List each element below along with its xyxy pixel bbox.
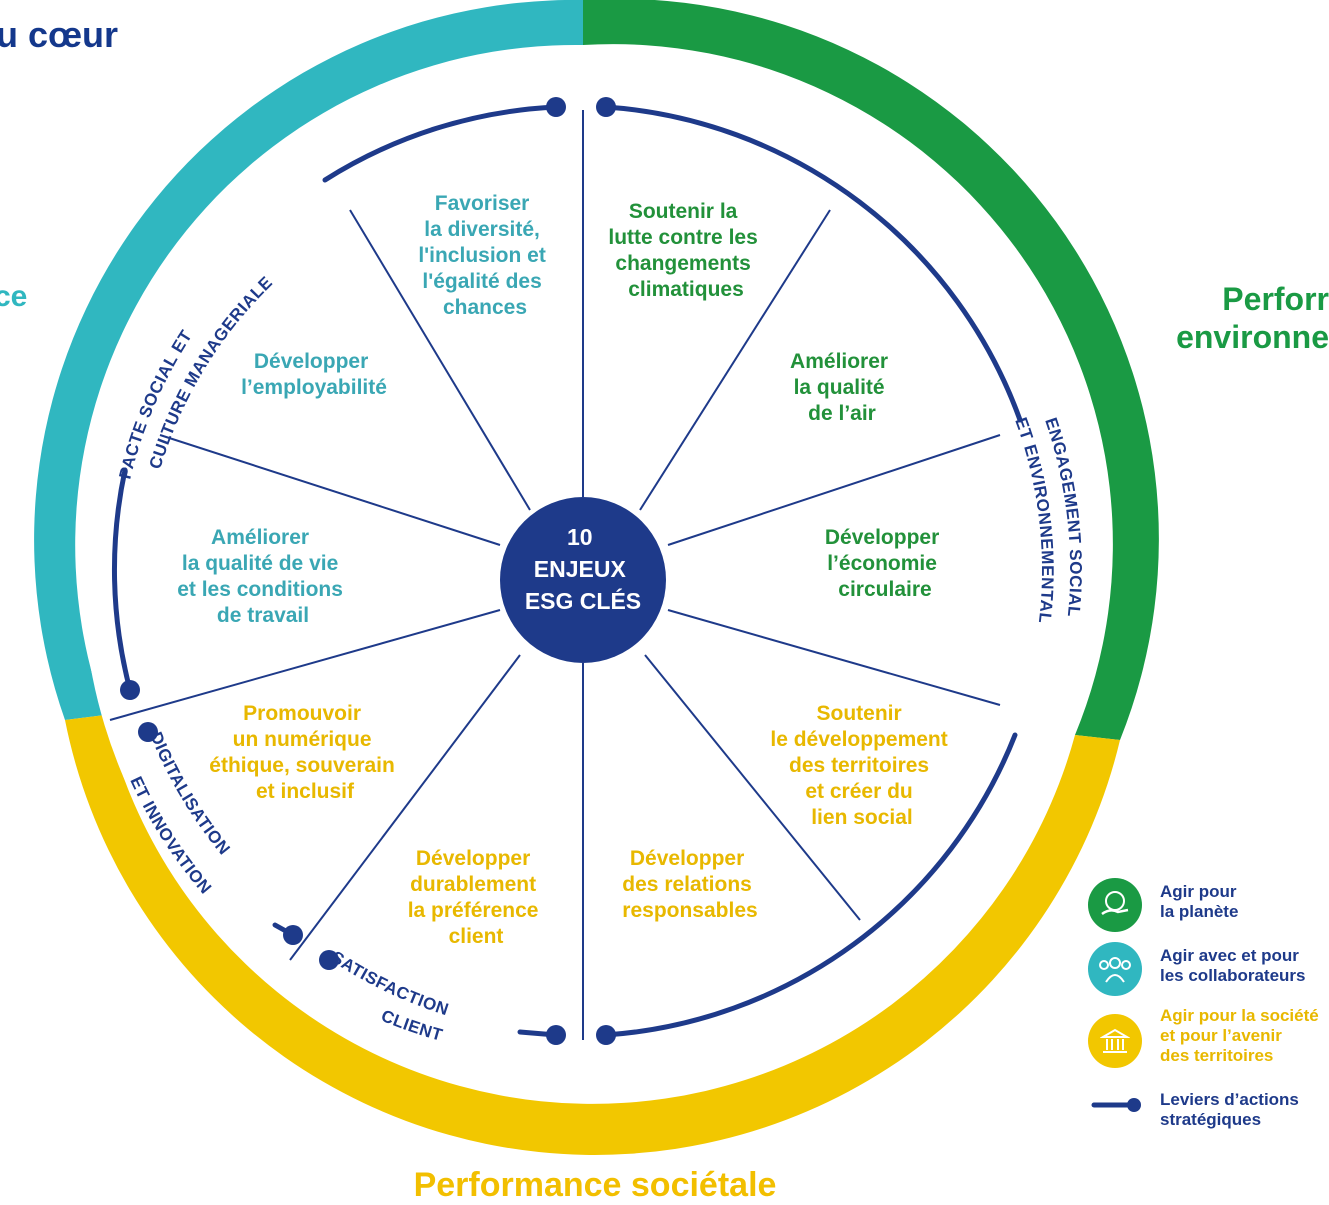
legend-label-planet-line2: la planète bbox=[1160, 902, 1239, 921]
segment-territoires: Soutenir le développement des territoire… bbox=[770, 702, 953, 829]
center-label: 10 ENJEUX ESG CLÉS bbox=[525, 524, 641, 614]
lever-arc-engagement-bottom bbox=[603, 732, 1018, 1038]
divider-top-left bbox=[349, 209, 531, 511]
legend-label-levers-line1: Leviers d’actions bbox=[1160, 1090, 1299, 1109]
ring-planet bbox=[583, 0, 1159, 740]
building-icon bbox=[1088, 1014, 1142, 1068]
legend-label-levers: Leviers d’actions stratégiques bbox=[1160, 1090, 1299, 1130]
legend-label-collaborators-line1: Agir avec et pour bbox=[1160, 946, 1299, 965]
legend-label-collaborators: Agir avec et pour les collaborateurs bbox=[1160, 946, 1306, 986]
page-label-right-line1: Perforr bbox=[1222, 281, 1329, 317]
legend-label-levers-line2: stratégiques bbox=[1160, 1110, 1262, 1129]
segment-air: Améliorer la qualité de l’air bbox=[790, 350, 894, 425]
lever-dot bbox=[596, 1025, 616, 1045]
segment-qualite-vie: Améliorer la qualité de vie et les condi… bbox=[177, 526, 349, 627]
legend-item-society: Agir pour la société et pour l’avenir de… bbox=[1088, 1006, 1329, 1090]
legend-label-collaborators-line2: les collaborateurs bbox=[1160, 966, 1306, 985]
lever-arc-engagement-top bbox=[603, 104, 1023, 423]
segment-dividers bbox=[109, 110, 1001, 1040]
segment-employabilite: Développer l’employabilité bbox=[241, 350, 387, 399]
legend: Agir pour la planète Agir avec et pour l… bbox=[1088, 878, 1329, 1154]
legend-item-levers: Leviers d’actions stratégiques bbox=[1088, 1090, 1329, 1154]
page-label-bottom: Performance sociétale bbox=[413, 1166, 777, 1204]
people-icon bbox=[1088, 942, 1142, 996]
divider-left-lower bbox=[109, 609, 501, 721]
lever-arc-pacte-left bbox=[111, 467, 133, 693]
legend-label-society-line1: Agir pour la société bbox=[1160, 1006, 1319, 1025]
segment-relations: Développer des relations responsables bbox=[622, 847, 757, 922]
legend-label-planet-line1: Agir pour bbox=[1160, 882, 1237, 901]
divider-bottom-right bbox=[644, 654, 861, 921]
lever-dot bbox=[138, 722, 158, 742]
lever-dots bbox=[120, 97, 616, 1045]
center-circle bbox=[500, 497, 666, 663]
page-label-left: ce bbox=[0, 280, 28, 313]
legend-item-collaborators: Agir avec et pour les collaborateurs bbox=[1088, 942, 1329, 1006]
lever-dot bbox=[596, 97, 616, 117]
planet-hand-icon bbox=[1088, 878, 1142, 932]
legend-label-society-line2: et pour l’avenir bbox=[1160, 1026, 1282, 1045]
lever-arcs bbox=[111, 104, 1023, 1038]
lever-arc-pacte-top bbox=[322, 104, 559, 183]
segment-circulaire: Développer l’économie circulaire bbox=[825, 526, 945, 601]
segment-diversite: Favoriser la diversité, l'inclusion et l… bbox=[418, 192, 551, 319]
legend-label-society-line3: des territoires bbox=[1160, 1046, 1274, 1065]
divider-top-right bbox=[639, 209, 831, 511]
legend-label-society: Agir pour la société et pour l’avenir de… bbox=[1160, 1006, 1319, 1066]
lever-line-icon bbox=[1088, 1090, 1142, 1120]
ring-society bbox=[65, 715, 1120, 1155]
divider-right-upper bbox=[667, 434, 1001, 546]
divider-right-lower bbox=[667, 609, 1001, 706]
page-label-top-left: u cœur bbox=[0, 14, 118, 55]
lever-dot bbox=[120, 680, 140, 700]
page-label-right-line2: environne bbox=[1176, 319, 1329, 355]
legend-item-planet: Agir pour la planète bbox=[1088, 878, 1329, 942]
segment-climat: Soutenir la lutte contre les changements… bbox=[608, 200, 763, 301]
lever-dot bbox=[546, 1025, 566, 1045]
segment-preference: Développer durablement la préférence cli… bbox=[408, 847, 545, 948]
lever-dot bbox=[546, 97, 566, 117]
divider-left-upper bbox=[159, 434, 501, 546]
lever-dot bbox=[283, 925, 303, 945]
segment-numerique: Promouvoir un numérique éthique, souvera… bbox=[209, 702, 400, 803]
legend-label-planet: Agir pour la planète bbox=[1160, 882, 1238, 922]
lever-dot bbox=[319, 950, 339, 970]
divider-bottom-left bbox=[289, 654, 521, 961]
page-label-right: Perforr environne bbox=[1176, 280, 1329, 356]
